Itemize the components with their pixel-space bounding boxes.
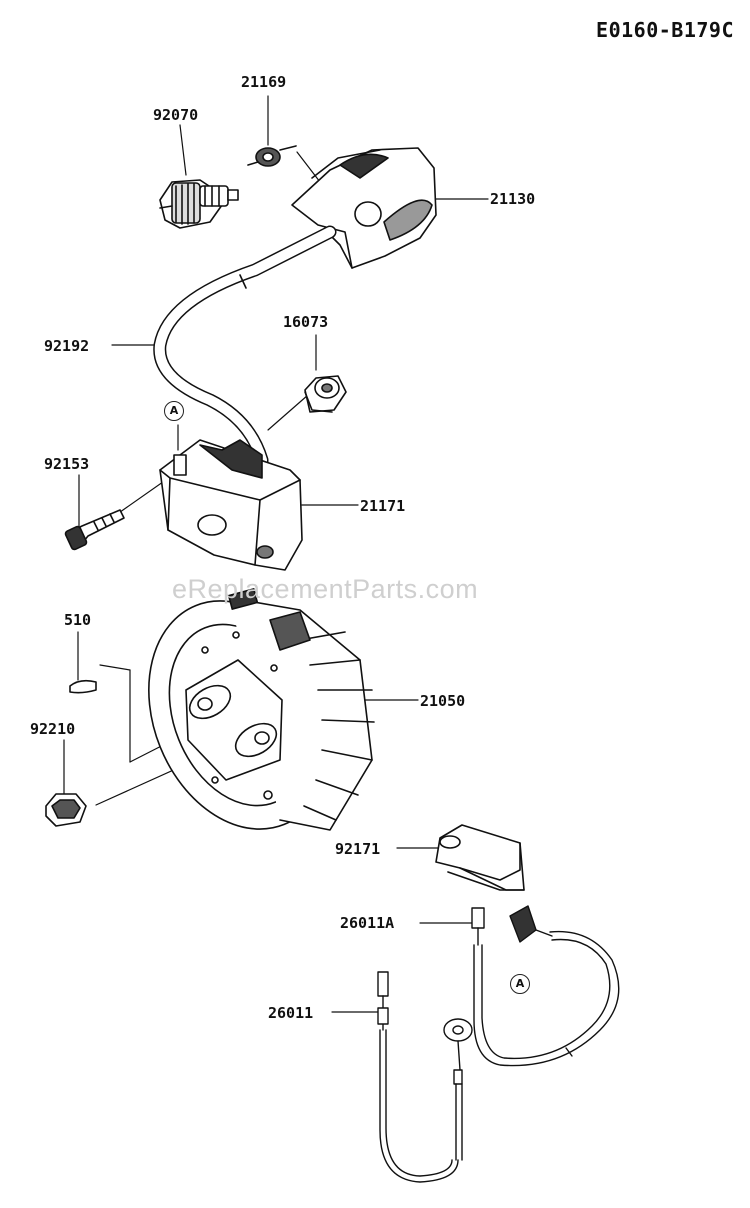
lead-wire-drawing (443, 905, 620, 1161)
part-label-21130[interactable]: 21130 (490, 190, 536, 208)
nut-drawing (45, 793, 87, 827)
collar-drawing (304, 375, 347, 413)
part-label-21171[interactable]: 21171 (360, 497, 406, 515)
callout-a-wire: A (510, 974, 530, 994)
part-label-26011[interactable]: 26011 (268, 1004, 314, 1022)
spark-plug-drawing (159, 179, 239, 229)
plug-cap-drawing (291, 147, 437, 269)
part-label-26011a[interactable]: 26011A (340, 914, 395, 932)
high-tension-cord-drawing (153, 225, 337, 497)
ground-wire-drawing (377, 971, 459, 1183)
diagram-code: E0160-B179C (596, 18, 734, 42)
clamp-drawing (435, 824, 525, 891)
part-label-92153[interactable]: 92153 (44, 455, 90, 473)
watermark: eReplacementParts.com (172, 574, 479, 604)
flywheel-drawing (148, 588, 375, 831)
part-label-21050[interactable]: 21050 (420, 692, 466, 710)
part-label-92210[interactable]: 92210 (30, 720, 76, 738)
part-label-92192[interactable]: 92192 (44, 337, 90, 355)
part-label-92171[interactable]: 92171 (335, 840, 381, 858)
part-label-16073[interactable]: 16073 (283, 313, 329, 331)
part-label-510[interactable]: 510 (64, 611, 92, 629)
boot-connector-drawing (247, 145, 297, 167)
bolt-drawing (64, 509, 125, 551)
woodruff-key-drawing (69, 679, 97, 694)
part-label-92070[interactable]: 92070 (153, 106, 199, 124)
callout-a-coil: A (164, 401, 184, 421)
ignition-coil-drawing (159, 439, 303, 571)
part-label-21169[interactable]: 21169 (241, 73, 287, 91)
